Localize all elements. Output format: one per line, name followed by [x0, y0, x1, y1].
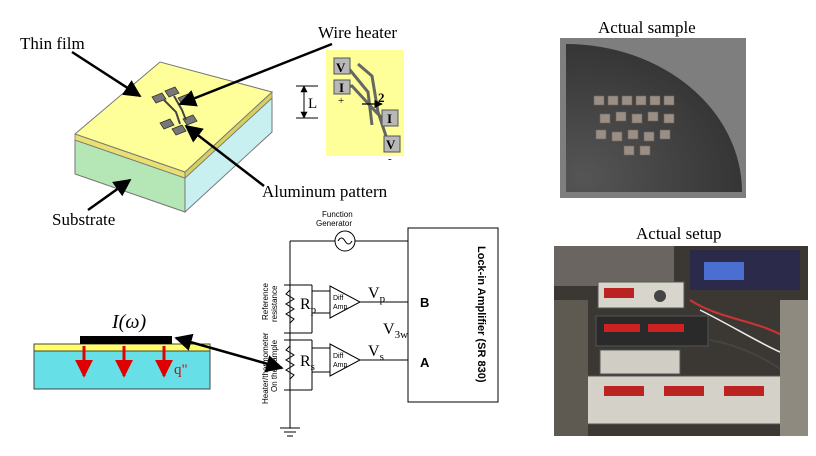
rs-resistor	[285, 345, 295, 380]
input-a-label: A	[420, 355, 430, 370]
heat-flux-label: q"	[174, 362, 188, 378]
length-dimension: L	[296, 85, 318, 119]
arrow-cross-section-to-circuit	[174, 333, 284, 373]
label-aluminum-pattern: Aluminum pattern	[262, 182, 388, 201]
vp-label: Vp	[368, 285, 386, 305]
lockin-label: Lock-in Amplifier (SR 830)	[475, 246, 487, 383]
sample-block	[74, 61, 274, 214]
label-thin-film: Thin film	[20, 34, 85, 53]
heater-thermometer-label-1: Heater/thermometer	[261, 332, 270, 404]
pad-label-i-bottom: I	[387, 111, 392, 126]
pad-i-top	[333, 79, 351, 95]
heater-pattern-detail: V I I V + - 2	[326, 50, 404, 165]
diff-amp-p	[329, 285, 362, 319]
rp-resistor	[285, 289, 295, 324]
heater-plus-sign: +	[338, 95, 344, 107]
reference-resistance-label-2: resistance	[270, 285, 279, 322]
v3w-label: V3w	[383, 321, 408, 341]
pad-label-v-bottom: V	[386, 137, 396, 152]
length-label: L	[308, 96, 317, 112]
pad-i-bottom	[381, 109, 399, 127]
arrow-thin-film	[71, 50, 142, 98]
circuit-diagram: Function Generator	[280, 210, 499, 437]
pad-v-bottom	[383, 135, 401, 153]
label-substrate: Substrate	[52, 210, 115, 229]
function-generator-label-2: Generator	[316, 219, 352, 228]
heater-minus-sign: -	[388, 153, 392, 165]
actual-sample-photo	[560, 38, 746, 198]
heater-width-label: 2	[378, 90, 385, 105]
setup-instrument-4	[585, 375, 783, 425]
rp-label: Rp	[300, 296, 317, 316]
label-actual-setup: Actual setup	[636, 224, 721, 243]
sample-patterns	[593, 95, 675, 156]
arrow-wire-heater	[178, 42, 333, 107]
input-b-label: B	[420, 295, 429, 310]
diff-amp-p-label-2: Amp	[333, 304, 348, 311]
diff-amp-s-label-1: Diff	[333, 353, 343, 360]
cross-section: q" I(ω)	[33, 311, 211, 390]
arrow-substrate	[87, 178, 132, 212]
diff-amp-s-label-2: Amp	[333, 362, 348, 369]
current-label: I(ω)	[111, 311, 146, 333]
reference-resistance-label-1: Reference	[261, 283, 270, 320]
cross-section-heater	[80, 336, 172, 344]
actual-setup-photo	[554, 246, 808, 436]
function-generator-label-1: Function	[322, 210, 353, 219]
circuit-labels: Reference resistance Heater/thermometer …	[261, 246, 487, 404]
diff-amp-s	[329, 343, 362, 377]
rs-label: Rs	[300, 353, 315, 373]
heater-thermometer-label-2: On the sample	[270, 339, 279, 392]
pad-label-i-top: I	[339, 80, 344, 95]
lockin-amplifier-box	[407, 227, 499, 403]
pad-label-v-top: V	[336, 60, 346, 75]
label-wire-heater: Wire heater	[318, 23, 397, 42]
arrow-aluminum-pattern	[184, 124, 265, 187]
pad-v-top	[333, 57, 351, 75]
cross-section-film	[33, 343, 211, 352]
label-actual-sample: Actual sample	[598, 18, 696, 37]
vs-label: Vs	[368, 343, 384, 363]
setup-instrument-3	[599, 349, 681, 375]
diff-amp-p-label-1: Diff	[333, 295, 343, 302]
